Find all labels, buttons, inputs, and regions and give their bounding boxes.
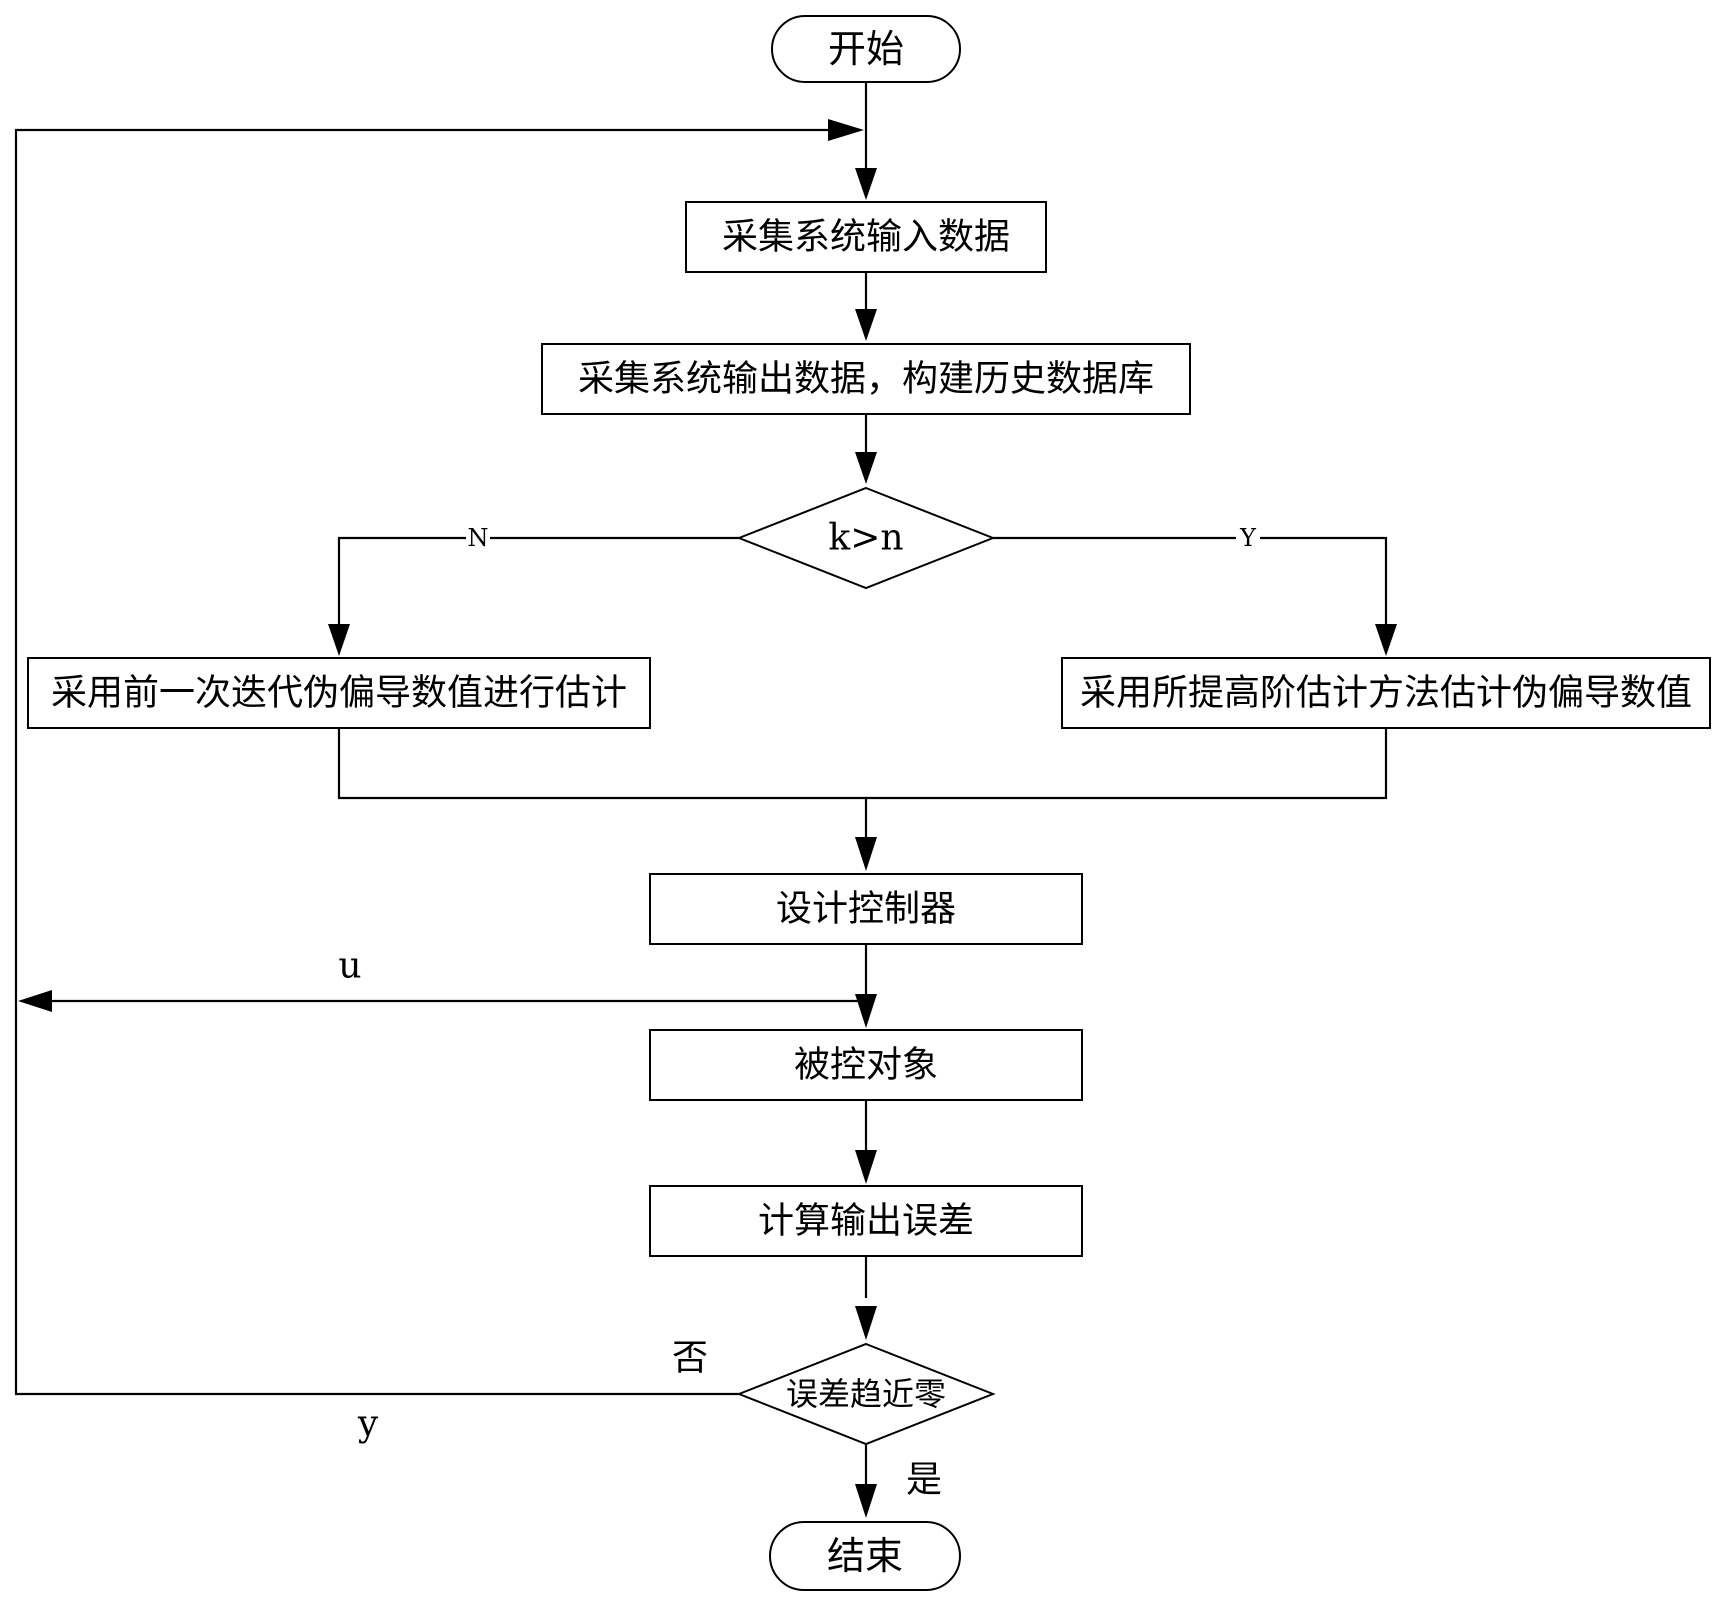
process-design-controller: 设计控制器 xyxy=(649,873,1083,945)
process-collect-output: 采集系统输出数据，构建历史数据库 xyxy=(541,343,1191,415)
arrowhead-down-icon xyxy=(855,1150,877,1184)
process-compute-error-label: 计算输出误差 xyxy=(758,1201,974,1242)
process-estimate-previous-label: 采用前一次迭代伪偏导数值进行估计 xyxy=(51,673,627,714)
connectors xyxy=(14,82,1388,1484)
terminal-end: 结束 xyxy=(769,1521,961,1591)
connector-decision-yes-branch xyxy=(993,536,1388,628)
process-compute-error: 计算输出误差 xyxy=(649,1185,1083,1257)
arrowheads xyxy=(18,119,1397,1518)
terminal-end-shape xyxy=(769,1521,961,1591)
process-collect-input-box xyxy=(685,201,1047,273)
process-estimate-previous: 采用前一次迭代伪偏导数值进行估计 xyxy=(27,657,651,729)
decision-error-zero-label: 误差趋近零 xyxy=(786,1375,946,1413)
connector-decision-no-branch xyxy=(337,536,739,628)
process-controlled-object: 被控对象 xyxy=(649,1029,1083,1101)
terminal-end-label: 结束 xyxy=(827,1534,903,1578)
terminal-start-shape xyxy=(771,15,961,83)
arrowhead-down-icon xyxy=(1375,624,1397,656)
arrowhead-down-icon xyxy=(855,994,877,1028)
label-no: 否 xyxy=(672,1338,708,1379)
arrowhead-down-icon xyxy=(855,309,877,341)
decision-k-greater-n: k>n xyxy=(736,486,996,590)
arrowhead-left-icon xyxy=(18,990,52,1012)
arrowhead-down-icon xyxy=(855,452,877,484)
process-design-controller-label: 设计控制器 xyxy=(776,889,956,930)
connector-feedback-loop-no xyxy=(14,128,832,1396)
connector-merge-branches xyxy=(337,728,1388,800)
arrowhead-right-icon xyxy=(828,119,864,141)
process-compute-error-box xyxy=(649,1185,1083,1257)
process-collect-output-box xyxy=(541,343,1191,415)
process-design-controller-box xyxy=(649,873,1083,945)
branch-label-n: N xyxy=(468,524,489,552)
process-estimate-high-order-label: 采用所提高阶估计方法估计伪偏导数值 xyxy=(1080,673,1692,714)
terminal-start: 开始 xyxy=(771,15,961,83)
process-collect-output-label: 采集系统输出数据，构建历史数据库 xyxy=(578,359,1154,400)
decision-k-greater-n-label: k>n xyxy=(828,518,903,559)
signal-label-u: u xyxy=(338,946,361,987)
process-estimate-high-order: 采用所提高阶估计方法估计伪偏导数值 xyxy=(1061,657,1711,729)
arrowhead-down-icon xyxy=(855,1306,877,1340)
terminal-start-label: 开始 xyxy=(828,27,904,71)
label-yes: 是 xyxy=(906,1460,942,1501)
arrowhead-down-icon xyxy=(855,168,877,200)
process-estimate-high-order-box xyxy=(1061,657,1711,729)
process-estimate-previous-box xyxy=(27,657,651,729)
arrowhead-down-icon xyxy=(328,624,350,656)
arrowhead-down-icon xyxy=(855,837,877,871)
branch-label-y: Y xyxy=(1239,524,1257,552)
process-collect-input: 采集系统输入数据 xyxy=(685,201,1047,273)
process-collect-input-label: 采集系统输入数据 xyxy=(722,217,1010,258)
process-controlled-object-box xyxy=(649,1029,1083,1101)
branch-label-y-bg xyxy=(1236,526,1260,550)
decision-k-greater-n-shape xyxy=(736,486,996,590)
signal-label-y: y xyxy=(357,1404,379,1445)
branch-label-n-bg xyxy=(466,526,490,550)
process-controlled-object-label: 被控对象 xyxy=(794,1045,938,1086)
decision-error-zero: 误差趋近零 xyxy=(736,1342,996,1446)
decision-error-zero-shape xyxy=(736,1342,996,1446)
arrowhead-down-icon xyxy=(855,1484,877,1518)
